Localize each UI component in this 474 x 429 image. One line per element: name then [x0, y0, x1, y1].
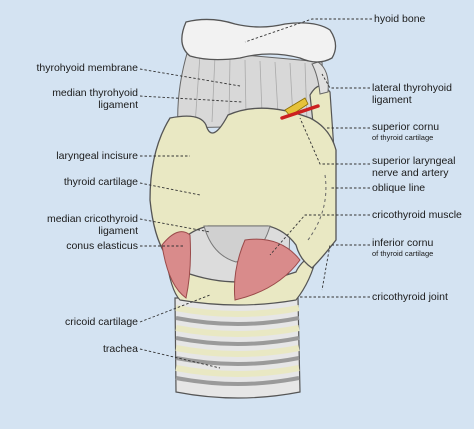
label-cricoid-cartilage: cricoid cartilage: [65, 316, 138, 328]
label-lateral-thyrohyoid-ligament: lateral thyrohyoid ligament: [372, 82, 452, 106]
leader-lines: [139, 18, 372, 369]
label-inferior-cornu-sub: of thyroid cartilage: [372, 249, 434, 258]
label-superior-cornu: superior cornu of thyroid cartilage: [372, 121, 439, 142]
label-cricothyroid-joint: cricothyroid joint: [372, 291, 448, 303]
superior-laryngeal-artery-shape: [280, 104, 320, 120]
label-median-thyrohyoid-ligament: median thyrohyoid ligament: [52, 87, 138, 111]
label-median-thyrohyoid-line1: median thyrohyoid: [52, 87, 138, 99]
label-hyoid-bone: hyoid bone: [374, 13, 426, 25]
label-cricothyroid-muscle: cricothyroid muscle: [372, 209, 462, 221]
trachea-shape: [174, 297, 301, 399]
oblique-line-shape: [307, 174, 327, 241]
label-thyroid-cartilage: thyroid cartilage: [63, 176, 138, 188]
label-laryngeal-incisure: laryngeal incisure: [56, 150, 138, 162]
hyoid-bone-shape: [181, 18, 337, 63]
label-superior-laryngeal-line2: nerve and artery: [372, 167, 449, 179]
label-inferior-cornu-line1: inferior cornu: [372, 237, 434, 249]
lateral-thyrohyoid-ligament-shape: [311, 61, 329, 95]
superior-laryngeal-nerve-shape: [284, 97, 309, 117]
label-superior-cornu-line1: superior cornu: [372, 121, 440, 133]
label-lateral-thyrohyoid-line2: ligament: [372, 94, 412, 106]
label-lateral-thyrohyoid-line1: lateral thyrohyoid: [372, 82, 452, 94]
label-superior-laryngeal-line1: superior laryngeal: [372, 155, 456, 167]
label-median-cricothyroid-line2: ligament: [98, 225, 138, 237]
label-conus-elasticus: conus elasticus: [66, 240, 138, 252]
label-superior-laryngeal: superior laryngeal nerve and artery: [372, 155, 455, 179]
cricothyroid-muscle-left: [161, 231, 191, 299]
label-superior-cornu-sub: of thyroid cartilage: [372, 133, 434, 142]
label-median-thyrohyoid-line2: ligament: [98, 99, 138, 111]
label-median-cricothyroid-ligament: median cricothyroid ligament: [47, 213, 138, 237]
cricothyroid-muscle-right: [234, 238, 301, 301]
label-trachea: trachea: [102, 343, 138, 355]
label-thyrohyoid-membrane: thyrohyoid membrane: [36, 62, 138, 74]
label-median-cricothyroid-line1: median cricothyroid: [46, 213, 138, 225]
label-oblique-line: oblique line: [372, 182, 426, 194]
label-inferior-cornu: inferior cornu of thyroid cartilage: [372, 237, 433, 258]
